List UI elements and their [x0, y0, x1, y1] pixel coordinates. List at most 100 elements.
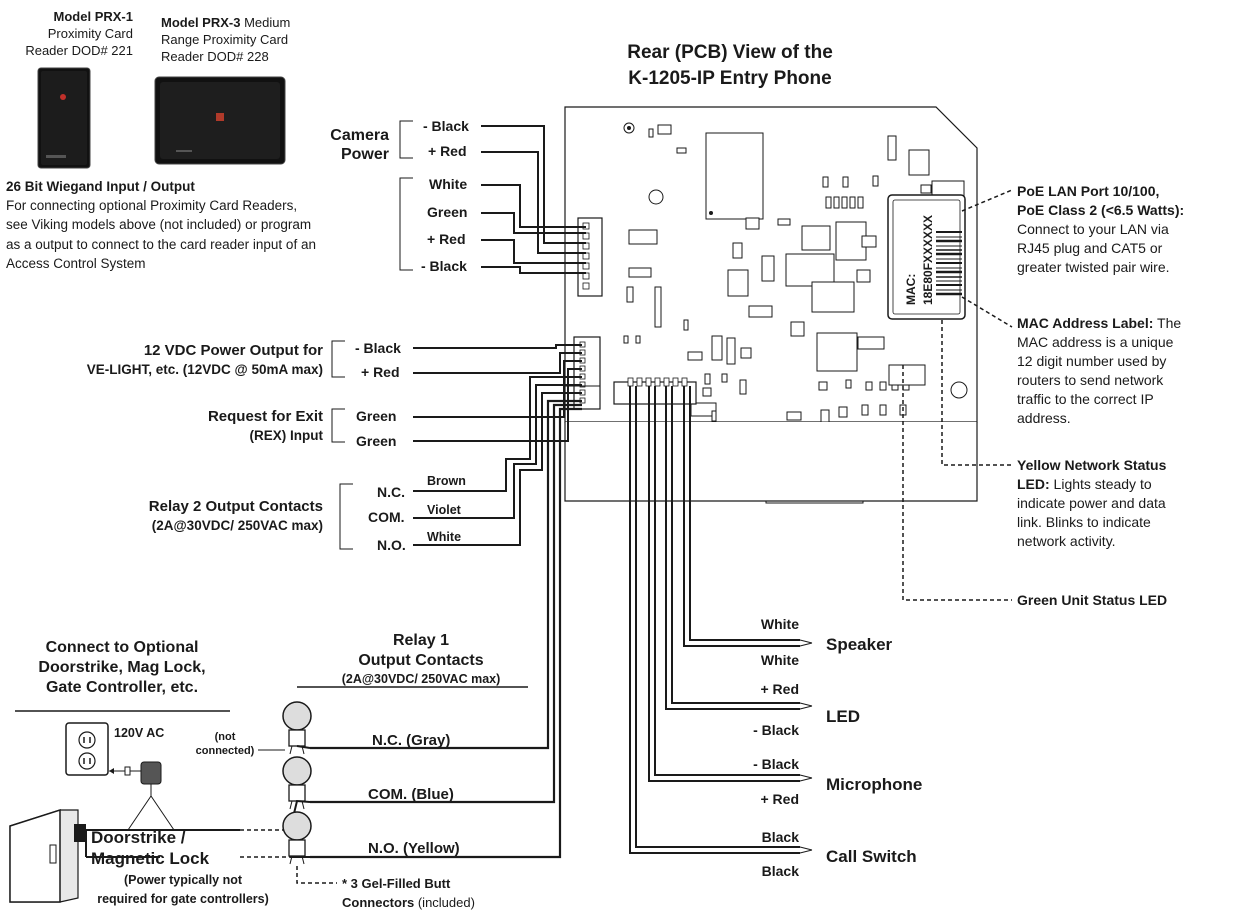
svg-text:Microphone: Microphone [826, 775, 922, 794]
svg-text:network activity.: network activity. [1017, 533, 1116, 549]
prx1-reader-image [37, 67, 91, 169]
microphone-group: - Black + Red Microphone [753, 756, 922, 807]
svg-text:see Viking models above (not i: see Viking models above (not included) o… [6, 217, 311, 232]
relay1-heading: Relay 1 Output Contacts (2A@30VDC/ 250VA… [297, 632, 528, 688]
door-icon [9, 808, 86, 903]
svg-text:Gate Controller, etc.: Gate Controller, etc. [46, 679, 198, 696]
butt-connector-no [282, 811, 312, 865]
svg-text:(2A@30VDC/ 250VAC max): (2A@30VDC/ 250VAC max) [152, 518, 323, 533]
outlet-label: 120V AC [114, 726, 164, 740]
svg-text:Connect to your LAN via: Connect to your LAN via [1017, 221, 1169, 237]
svg-text:12 VDC Power Output for: 12 VDC Power Output for [144, 342, 323, 359]
svg-text:Reader DOD# 228: Reader DOD# 228 [161, 49, 269, 64]
svg-text:Green: Green [356, 433, 396, 449]
svg-text:MAC:: MAC: [904, 274, 918, 305]
wiegand-wires: White Green + Red - Black [399, 176, 586, 274]
poe-callout: PoE LAN Port 10/100, PoE Class 2 (<6.5 W… [961, 183, 1184, 275]
doorstrike-wires [85, 829, 290, 858]
svg-text:- Black: - Black [355, 340, 401, 356]
svg-text:Access Control System: Access Control System [6, 256, 146, 271]
svg-text:Camera: Camera [330, 127, 389, 144]
svg-text:address.: address. [1017, 410, 1071, 426]
svg-text:(Power typically not: (Power typically not [124, 873, 243, 887]
relay1-wires [310, 385, 600, 859]
svg-text:Relay 1: Relay 1 [393, 632, 449, 649]
speaker-group: White White Speaker [761, 616, 893, 668]
audio-wires [629, 386, 800, 854]
svg-text:+ Red: + Red [361, 364, 400, 380]
svg-text:18E80FXXXXXX: 18E80FXXXXXX [921, 215, 935, 305]
power-output-group: 12 VDC Power Output for VE-LIGHT, etc. (… [87, 340, 582, 380]
svg-text:COM.: COM. [368, 509, 405, 525]
svg-text:Power: Power [341, 146, 389, 163]
svg-text:Yellow Network Status: Yellow Network Status [1017, 457, 1167, 473]
led-group: + Red - Black LED [753, 681, 860, 738]
svg-text:Proximity Card: Proximity Card [48, 26, 133, 41]
yellow-led-callout: Yellow Network Status LED: Lights steady… [941, 320, 1167, 549]
svg-text:White: White [427, 530, 461, 544]
ac-outlet-icon [65, 722, 109, 776]
relay1-contact-labels: N.C. (Gray) COM. (Blue) N.O. (Yellow) [368, 732, 460, 857]
relay2-group: Relay 2 Output Contacts (2A@30VDC/ 250VA… [149, 376, 582, 553]
svg-text:Green: Green [356, 408, 396, 424]
diagram-title-line1: Rear (PCB) View of the [627, 42, 833, 63]
svg-text:+ Red: + Red [760, 791, 799, 807]
svg-text:Relay 2 Output Contacts: Relay 2 Output Contacts [149, 498, 323, 515]
svg-text:MAC address is a unique: MAC address is a unique [1017, 334, 1174, 350]
svg-text:Model PRX-3 Medium: Model PRX-3 Medium [161, 15, 290, 30]
svg-text:MAC Address Label: The: MAC Address Label: The [1017, 315, 1181, 331]
svg-text:N.O. (Yellow): N.O. (Yellow) [368, 840, 460, 857]
svg-text:(REX) Input: (REX) Input [250, 428, 324, 443]
svg-text:Range Proximity Card: Range Proximity Card [161, 32, 288, 47]
io-connector [573, 336, 601, 410]
svg-text:- Black: - Black [423, 118, 469, 134]
svg-text:as a output to connect to the: as a output to connect to the card reade… [6, 237, 316, 252]
prx3-reader-caption: Model PRX-3 Medium Range Proximity Card … [161, 15, 290, 64]
svg-text:greater twisted pair wire.: greater twisted pair wire. [1017, 259, 1170, 275]
svg-text:indicate power and data: indicate power and data [1017, 495, 1166, 511]
wiegand-connector [577, 217, 603, 297]
svg-text:COM. (Blue): COM. (Blue) [368, 786, 454, 803]
svg-text:N.O.: N.O. [377, 537, 406, 553]
svg-text:Black: Black [762, 863, 800, 879]
mac-callout: MAC Address Label: The MAC address is a … [961, 296, 1181, 426]
not-connected-note: (not connected) [196, 731, 285, 757]
svg-text:LED: Lights steady to: LED: Lights steady to [1017, 476, 1152, 492]
svg-text:Request for Exit: Request for Exit [208, 408, 323, 425]
prx1-reader-caption: Model PRX-1 Proximity Card Reader DOD# 2… [25, 9, 133, 58]
svg-text:PoE LAN Port 10/100,: PoE LAN Port 10/100, [1017, 183, 1159, 199]
green-led-callout: Green Unit Status LED [902, 365, 1167, 608]
svg-text:(not: (not [215, 731, 236, 743]
svg-text:Model PRX-1: Model PRX-1 [54, 9, 133, 24]
svg-text:26 Bit Wiegand Input / Output: 26 Bit Wiegand Input / Output [6, 179, 195, 194]
svg-text:required for gate controllers): required for gate controllers) [97, 892, 269, 906]
butt-connector-nc [282, 701, 312, 755]
svg-text:- Black: - Black [753, 756, 799, 772]
svg-text:White: White [761, 652, 799, 668]
gel-connectors-note: * 3 Gel-Filled Butt Connectors (included… [296, 866, 475, 910]
svg-text:+ Red: + Red [760, 681, 799, 697]
prx3-reader-image [154, 76, 286, 165]
svg-text:- Black: - Black [421, 258, 467, 274]
wiegand-description: 26 Bit Wiegand Input / Output For connec… [6, 179, 316, 271]
power-note: (Power typically not required for gate c… [97, 873, 269, 906]
svg-text:(2A@30VDC/ 250VAC max): (2A@30VDC/ 250VAC max) [342, 672, 501, 686]
svg-text:LED: LED [826, 707, 860, 726]
svg-text:12 digit number used by: 12 digit number used by [1017, 353, 1166, 369]
doorstrike-label: Doorstrike / Magnetic Lock [91, 828, 210, 868]
svg-text:White: White [429, 176, 467, 192]
svg-text:Connectors (included): Connectors (included) [342, 895, 475, 910]
svg-text:For connecting optional Proxim: For connecting optional Proximity Card R… [6, 198, 297, 213]
svg-text:Green: Green [427, 204, 467, 220]
svg-text:Doorstrike, Mag Lock,: Doorstrike, Mag Lock, [38, 659, 205, 676]
svg-text:routers to send network: routers to send network [1017, 372, 1164, 388]
svg-text:Output Contacts: Output Contacts [358, 652, 483, 669]
barcode [936, 231, 962, 296]
svg-text:Green Unit Status LED: Green Unit Status LED [1017, 592, 1167, 608]
camera-power-group: Camera Power - Black + Red [330, 118, 586, 254]
svg-text:Call Switch: Call Switch [826, 847, 917, 866]
power-adapter-icon [109, 761, 175, 831]
svg-text:+ Red: + Red [427, 231, 466, 247]
svg-text:Black: Black [762, 829, 800, 845]
svg-text:Brown: Brown [427, 474, 466, 488]
